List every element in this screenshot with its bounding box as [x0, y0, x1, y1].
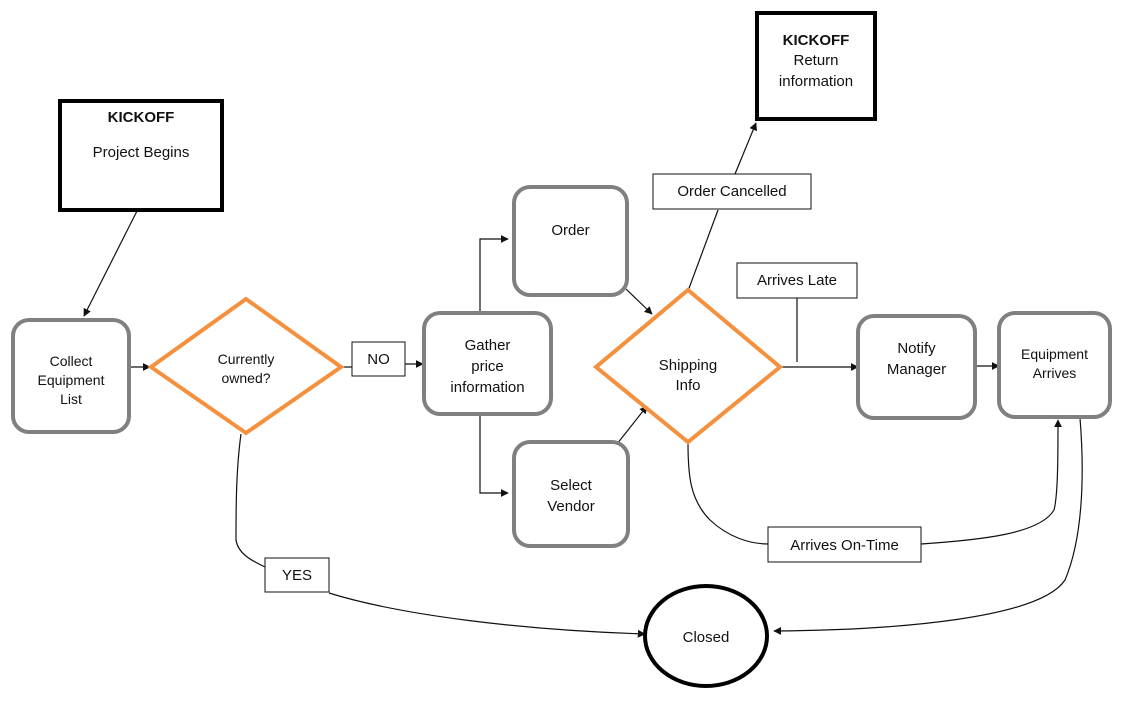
edge-vendor-to-shipping: [616, 405, 648, 445]
arrives-line2: Arrives: [1033, 365, 1077, 381]
yes-label: YES: [264, 557, 330, 593]
closed-text: Closed: [683, 629, 730, 646]
gather-line1: Gather: [465, 337, 511, 354]
edge-shipping-to-ontime-label: [687, 442, 769, 545]
edge-cancelled-label-to-return: [734, 122, 757, 175]
no-label: NO: [351, 341, 406, 377]
edge-gather-to-vendor: [479, 415, 509, 497]
arrives-late-text: Arrives Late: [757, 272, 837, 289]
kickoff-start-heading: KICKOFF: [108, 109, 175, 126]
closed-node: Closed: [643, 584, 769, 688]
order-node: Order: [512, 185, 629, 297]
owned-line2: owned?: [221, 370, 270, 386]
gather-line3: information: [450, 379, 524, 396]
edge-shipping-to-cancelled-label: [687, 209, 719, 292]
select-vendor-node: Select Vendor: [512, 440, 630, 548]
kickoff-return-line1: Return: [793, 52, 838, 69]
kickoff-start-node: KICKOFF Project Begins: [58, 99, 224, 212]
vendor-line2: Vendor: [547, 498, 595, 515]
collect-equipment-node: Collect Equipment List: [11, 318, 131, 434]
collect-line1: Collect: [50, 353, 93, 369]
edge-gather-to-order: [479, 235, 509, 313]
kickoff-return-node: KICKOFF Return information: [755, 11, 877, 121]
owned-line1: Currently: [218, 351, 275, 367]
connectors: [83, 122, 1083, 638]
edge-kickoff-to-collect: [83, 210, 138, 317]
notify-manager-node: Notify Manager: [856, 314, 977, 420]
shipping-line1: Shipping: [659, 357, 717, 374]
kickoff-start-text: Project Begins: [93, 144, 190, 161]
currently-owned-decision: Currently owned?: [147, 296, 345, 436]
arrives-late-label: Arrives Late: [736, 262, 858, 299]
edge-owned-to-yes-label: [235, 433, 266, 568]
gather-price-node: Gather price information: [422, 311, 553, 416]
vendor-line1: Select: [550, 477, 593, 494]
shipping-line2: Info: [675, 377, 700, 394]
order-cancelled-text: Order Cancelled: [677, 183, 786, 200]
collect-line2: Equipment: [38, 372, 105, 388]
equipment-arrives-node: Equipment Arrives: [997, 311, 1112, 419]
arrives-on-time-text: Arrives On-Time: [790, 537, 899, 554]
notify-line1: Notify: [897, 340, 936, 357]
yes-label-text: YES: [282, 567, 312, 584]
arrives-on-time-label: Arrives On-Time: [767, 526, 922, 563]
no-label-text: NO: [367, 351, 390, 368]
edge-yes-label-to-closed: [328, 592, 646, 638]
order-text: Order: [551, 222, 589, 239]
kickoff-return-line2: information: [779, 73, 853, 90]
kickoff-return-heading: KICKOFF: [783, 32, 850, 49]
edge-ontime-label-to-arrives: [920, 419, 1062, 545]
notify-line2: Manager: [887, 361, 946, 378]
gather-line2: price: [471, 358, 504, 375]
order-cancelled-label: Order Cancelled: [652, 173, 812, 210]
shipping-info-decision: Shipping Info: [592, 287, 784, 445]
edge-order-to-shipping: [625, 288, 653, 315]
arrives-line1: Equipment: [1021, 346, 1088, 362]
collect-line3: List: [60, 391, 82, 407]
edge-arrives-to-closed: [773, 417, 1083, 635]
